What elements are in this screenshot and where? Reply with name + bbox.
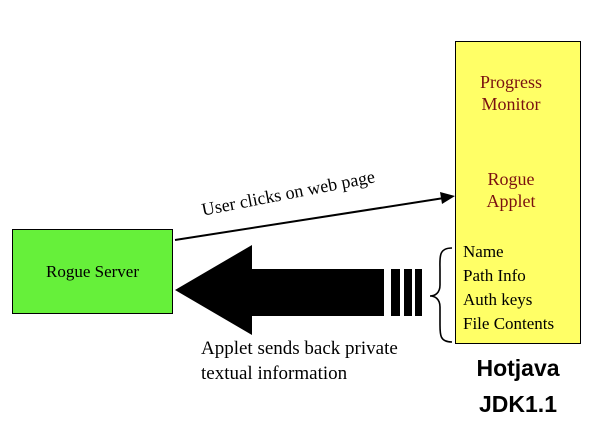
- info-item-name: Name: [463, 242, 504, 261]
- browser-product-line1: Hotjava: [476, 355, 560, 381]
- rogue-applet-label: Rogue Applet: [463, 168, 559, 212]
- response-arrow-stripe-1: [391, 269, 400, 316]
- response-arrow-label: Applet sends back private textual inform…: [201, 336, 446, 386]
- info-item-path-info: Path Info: [463, 266, 526, 285]
- response-arrow-body: [175, 245, 384, 335]
- browser-panel: [455, 41, 581, 344]
- info-item-auth-keys: Auth keys: [463, 290, 533, 309]
- request-arrow-line: [174, 197, 445, 241]
- rogue-server-label: Rogue Server: [45, 261, 139, 281]
- browser-product-label: Hotjava JDK1.1: [455, 350, 581, 422]
- browser-product-line2: JDK1.1: [479, 391, 557, 417]
- info-item-file-contents: File Contents: [463, 314, 555, 333]
- info-group-brace: [429, 247, 453, 343]
- progress-monitor-label: Progress Monitor: [463, 71, 559, 115]
- request-arrow-head: [440, 192, 455, 204]
- progress-monitor-line2: Monitor: [481, 94, 541, 114]
- rogue-applet-line1: Rogue: [487, 169, 535, 189]
- response-arrow-label-line2: textual information: [201, 363, 348, 384]
- progress-monitor-line1: Progress: [480, 72, 542, 92]
- rogue-applet-line2: Applet: [486, 191, 536, 211]
- response-arrow-stripe-3: [415, 269, 422, 316]
- response-arrow-label-line1: Applet sends back private: [201, 338, 398, 359]
- response-arrow-stripe-2: [404, 269, 412, 316]
- rogue-server-box: Rogue Server: [12, 229, 173, 314]
